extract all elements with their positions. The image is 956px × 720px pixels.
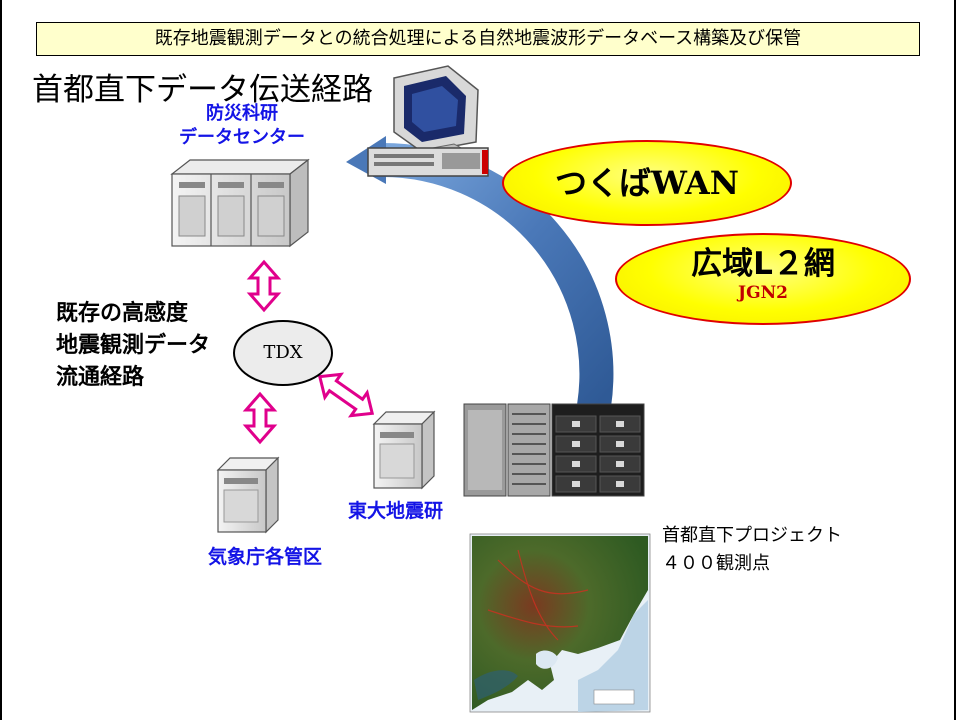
server-cabinet-icon (170, 158, 310, 248)
project-stations-label: 首都直下プロジェクト ４００観測点 (662, 522, 842, 578)
nied-label-line1: 防災科研 (206, 103, 278, 124)
tower-server-icon (372, 410, 436, 490)
tower-server-icon (216, 456, 280, 534)
eri-label: 東大地震研 (348, 500, 444, 522)
double-arrow-tdx-eri (317, 372, 375, 418)
rack-server-icon (367, 147, 489, 177)
existing-route-line2: 地震観測データ (56, 333, 211, 358)
nied-label-line2: データセンター (179, 127, 305, 148)
storage-array-icon (463, 403, 645, 497)
existing-route-line1: 既存の高感度 (56, 301, 189, 326)
double-arrow-tdx-jma (242, 391, 278, 445)
jma-regions-label: 気象庁各管区 (208, 546, 323, 568)
existing-route-label: 既存の高感度 地震観測データ 流通経路 (56, 298, 210, 394)
wide-l2-label: 広域L２網 (691, 246, 835, 282)
route-title: 首都直下データ伝送経路 (32, 72, 373, 108)
kanto-map-image (458, 530, 658, 720)
project-line1: 首都直下プロジェクト (662, 525, 842, 546)
tsukuba-wan-ellipse: つくばWAN (502, 140, 792, 226)
project-line2: ４００観測点 (662, 553, 770, 574)
wide-l2-network-ellipse: 広域L２網 JGN2 (615, 233, 911, 325)
tdx-node: TDX (233, 320, 333, 386)
jgn2-label: JGN2 (738, 283, 788, 303)
nied-data-center-label: 防災科研 データセンター (172, 102, 312, 150)
slide-header: 既存地震観測データとの統合処理による自然地震波形データベース構築及び保管 (36, 22, 920, 56)
existing-route-line3: 流通経路 (56, 365, 145, 390)
double-arrow-nied-tdx (246, 259, 282, 313)
